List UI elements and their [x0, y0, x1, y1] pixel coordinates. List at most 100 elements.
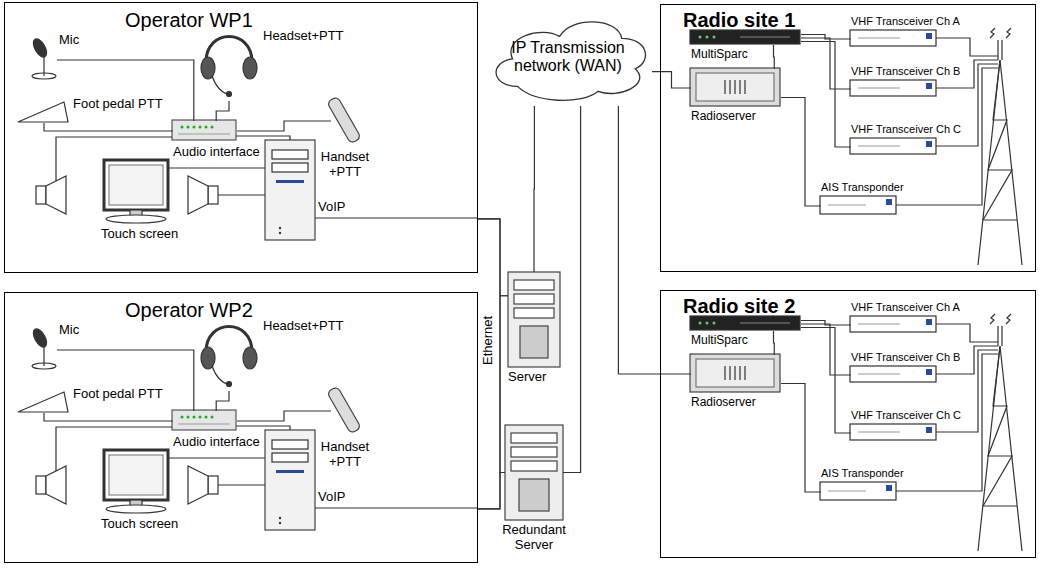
- panel-title: Radio site 2: [683, 291, 795, 318]
- connector: [478, 219, 505, 473]
- connector: [44, 123, 173, 131]
- device-label: Mic: [59, 323, 79, 338]
- transceiver-node: VHF Transceiver Ch B: [851, 367, 937, 383]
- device-label: VHF Transceiver Ch A: [851, 301, 960, 314]
- workplace-panel: Operator WP2Mic Headset+PTT Foot pedal PTT…: [4, 292, 478, 563]
- connector: [57, 60, 194, 121]
- device-node: Touch screen: [101, 161, 173, 223]
- device-label: Radioserver: [691, 110, 756, 124]
- connector: [781, 384, 821, 493]
- device-label: VHF Transceiver Ch C: [851, 123, 961, 136]
- radio-site-panel: Radio site 1MultiSparcRadioserverVHF Tra…: [660, 4, 1036, 272]
- radio-site-illustration: [690, 28, 1022, 265]
- device-label: Redundant Server: [494, 523, 574, 553]
- device-label: Touch screen: [101, 517, 178, 532]
- connector: [216, 101, 229, 121]
- device-node: Headset+PTT: [201, 29, 257, 101]
- network-label: Ethernet: [481, 316, 494, 365]
- network-cloud: IP Transmission network (WAN): [484, 8, 652, 106]
- transceiver-node: VHF Transceiver Ch C: [851, 425, 937, 441]
- server-icon-part: [519, 479, 549, 511]
- transceiver-node: VHF Transceiver Ch B: [851, 81, 937, 97]
- server-icon-part: [520, 326, 548, 358]
- connector: [618, 106, 691, 374]
- device-node: Handset +PTT: [331, 96, 359, 146]
- server-icon-part: [514, 294, 554, 304]
- device-node: Foot pedal PTT: [19, 391, 69, 413]
- server-icon-part: [511, 433, 557, 443]
- device-label: Headset+PTT: [263, 29, 344, 44]
- device-label: Headset+PTT: [263, 319, 344, 334]
- device-label: Touch screen: [101, 227, 178, 242]
- device-label: Audio interface: [173, 145, 260, 160]
- transceiver-node: VHF Transceiver Ch A: [851, 31, 937, 47]
- connector: [781, 98, 821, 207]
- device-label: Audio interface: [173, 435, 260, 450]
- connector: [216, 391, 229, 411]
- device-label: VHF Transceiver Ch C: [851, 409, 961, 422]
- equipment-node: Radioserver: [691, 355, 781, 393]
- connector: [237, 411, 331, 421]
- connector: [478, 473, 505, 509]
- connector: [44, 413, 173, 421]
- connector: [478, 296, 508, 509]
- panel-title: Radio site 1: [683, 5, 795, 32]
- workplace-illustration: [18, 327, 478, 531]
- panel-title: Operator WP1: [125, 3, 253, 32]
- device-label: VHF Transceiver Ch B: [851, 351, 960, 364]
- device-node: Foot pedal PTT: [19, 101, 69, 123]
- workplace-illustration: [18, 37, 478, 241]
- device-label: Server: [508, 370, 546, 385]
- connector: [652, 72, 691, 88]
- device-node: Audio interface: [173, 411, 237, 431]
- server-icon-part: [511, 447, 557, 457]
- server-icon: [505, 272, 563, 520]
- device-node: Mic: [31, 331, 57, 369]
- connector: [801, 328, 851, 434]
- transceiver-node: VHF Transceiver Ch A: [851, 317, 937, 333]
- transceiver-node: VHF Transceiver Ch C: [851, 139, 937, 155]
- device-label: MultiSparc: [691, 334, 748, 348]
- transceiver-node: AIS Transponder: [821, 197, 897, 215]
- device-label: MultiSparc: [691, 48, 748, 62]
- server-node: Redundant Server: [505, 425, 563, 520]
- device-label: VHF Transceiver Ch A: [851, 15, 960, 28]
- connector: [237, 121, 331, 131]
- link-label: VoIP: [318, 490, 345, 503]
- connector: [563, 106, 581, 473]
- server-icon-part: [511, 461, 557, 471]
- equipment-node: MultiSparc: [691, 31, 801, 45]
- server-icon-part: [505, 425, 563, 520]
- connector: [533, 106, 535, 272]
- device-label: AIS Transponder: [821, 181, 904, 194]
- radio-site-panel: Radio site 2MultiSparcRadioserverVHF Tra…: [660, 290, 1036, 558]
- radio-site-illustration: [690, 314, 1022, 551]
- device-label: Foot pedal PTT: [73, 97, 163, 112]
- connector: [801, 42, 851, 148]
- connector: [801, 324, 851, 375]
- device-label: Radioserver: [691, 396, 756, 410]
- device-label: Handset +PTT: [319, 440, 371, 470]
- device-label: Foot pedal PTT: [73, 387, 163, 402]
- connector: [478, 219, 508, 296]
- cloud-outline: [496, 22, 645, 100]
- workplace-panel: Operator WP1Mic Headset+PTT Foot pedal PTT…: [4, 2, 478, 273]
- device-label: AIS Transponder: [821, 467, 904, 480]
- device-label: Handset +PTT: [319, 150, 371, 180]
- server-icon-part: [514, 280, 554, 290]
- link-label: VoIP: [318, 200, 345, 213]
- server-node: Server: [508, 272, 560, 367]
- equipment-node: MultiSparc: [691, 317, 801, 331]
- device-node: Touch screen: [101, 451, 173, 513]
- transceiver-node: AIS Transponder: [821, 483, 897, 501]
- connector: [57, 350, 194, 411]
- connector: [773, 331, 775, 355]
- panel-title: Operator WP2: [125, 293, 253, 322]
- device-label: VHF Transceiver Ch B: [851, 65, 960, 78]
- server-icon-part: [514, 308, 554, 318]
- connector: [801, 38, 851, 89]
- cloud-label: IP Transmission network (WAN): [498, 39, 638, 76]
- connector: [773, 45, 775, 69]
- device-node: Mic: [31, 41, 57, 79]
